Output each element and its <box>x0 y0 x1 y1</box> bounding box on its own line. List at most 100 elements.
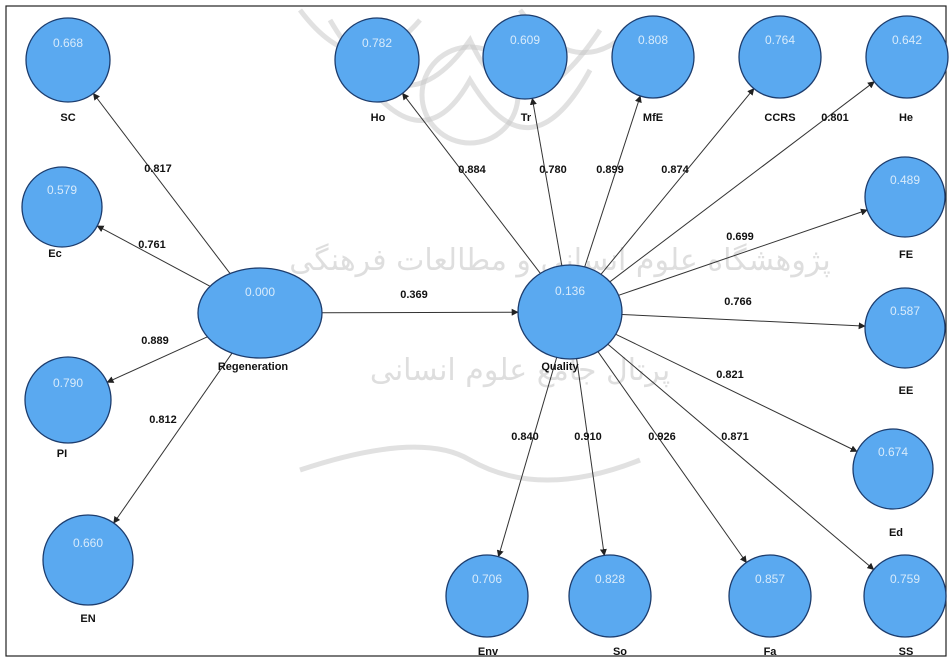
indicator-label-ec: Ec <box>48 248 61 260</box>
coefficient-quality-to-ee: 0.766 <box>724 296 752 308</box>
coefficient-regeneration-to-en: 0.812 <box>149 414 177 426</box>
arrow-quality-to-mfe <box>584 95 642 268</box>
arrow-quality-to-env <box>496 357 558 558</box>
indicator-shape-sc[interactable] <box>25 17 111 103</box>
coefficient-quality-to-env: 0.840 <box>511 431 539 443</box>
indicator-label-fe: FE <box>899 249 913 261</box>
arrow-quality-to-tr <box>529 97 563 266</box>
indicator-value-ee: 0.587 <box>890 304 920 318</box>
indicator-shape-ss[interactable] <box>863 554 947 638</box>
indicator-value-pi: 0.790 <box>53 376 83 390</box>
arrow-regeneration-to-pi <box>106 336 208 383</box>
indicator-shape-so[interactable] <box>568 554 652 638</box>
indicator-label-ee: EE <box>899 385 914 397</box>
indicator-shape-pi[interactable] <box>24 356 112 444</box>
indicator-label-ho: Ho <box>371 112 386 124</box>
diagram-frame <box>5 5 947 657</box>
indicator-shape-fa[interactable] <box>728 554 812 638</box>
watermark-text-2: پرتال جامع علوم انسانی <box>370 353 670 388</box>
indicator-value-sc: 0.668 <box>53 36 83 50</box>
indicator-value-fa: 0.857 <box>755 572 785 586</box>
indicator-shape-tr[interactable] <box>482 14 568 100</box>
indicator-value-mfe: 0.808 <box>638 33 668 47</box>
indicator-label-tr: Tr <box>521 112 532 124</box>
coefficient-quality-to-tr: 0.780 <box>539 164 567 176</box>
indicator-shape-fe[interactable] <box>864 156 946 238</box>
arrow-quality-to-fe <box>618 208 868 296</box>
indicator-value-ccrs: 0.764 <box>765 33 795 47</box>
indicator-shape-ccrs[interactable] <box>738 15 822 99</box>
indicator-shape-en[interactable] <box>42 514 134 606</box>
indicator-value-ss: 0.759 <box>890 572 920 586</box>
indicator-label-fa: Fa <box>764 646 778 658</box>
coefficient-regeneration-to-quality: 0.369 <box>400 289 428 301</box>
indicator-shape-he[interactable] <box>865 15 949 99</box>
arrow-regeneration-to-ec <box>96 225 211 287</box>
indicator-label-mfe: MfE <box>643 112 663 124</box>
indicator-value-env: 0.706 <box>472 572 502 586</box>
coefficient-regeneration-to-sc: 0.817 <box>144 163 172 175</box>
indicator-shape-ho[interactable] <box>334 17 420 103</box>
coefficient-quality-to-so: 0.910 <box>574 431 602 443</box>
indicator-value-tr: 0.609 <box>510 33 540 47</box>
construct-label-regeneration: Regeneration <box>218 361 289 373</box>
indicator-label-en: EN <box>80 613 95 625</box>
indicator-shape-ec[interactable] <box>21 166 103 248</box>
coefficient-quality-to-fa: 0.926 <box>648 431 676 443</box>
arrow-quality-to-ccrs <box>600 88 755 275</box>
indicator-value-he: 0.642 <box>892 33 922 47</box>
indicator-shape-ed[interactable] <box>852 428 934 510</box>
coefficient-quality-to-ho: 0.884 <box>458 164 486 176</box>
coefficient-regeneration-to-ec: 0.761 <box>138 239 166 251</box>
indicator-value-en: 0.660 <box>73 536 103 550</box>
indicator-label-ed: Ed <box>889 527 903 539</box>
arrow-quality-to-ss <box>607 343 875 570</box>
arrow-quality-to-so <box>576 358 607 557</box>
indicator-value-ho: 0.782 <box>362 36 392 50</box>
indicator-value-ec: 0.579 <box>47 183 77 197</box>
coefficient-quality-to-ccrs: 0.874 <box>661 164 689 176</box>
arrow-regeneration-to-en <box>113 352 233 524</box>
arrow-regeneration-to-sc <box>92 92 231 274</box>
indicator-label-pi: PI <box>57 448 67 460</box>
indicator-label-ss: SS <box>899 646 914 658</box>
indicator-shape-mfe[interactable] <box>611 15 695 99</box>
coefficient-quality-to-fe: 0.699 <box>726 231 754 243</box>
coefficient-quality-to-ss: 0.871 <box>721 431 749 443</box>
arrow-quality-to-fa <box>597 351 747 564</box>
indicator-label-he: He <box>899 112 913 124</box>
construct-shape-quality[interactable] <box>517 264 623 360</box>
indicator-shape-env[interactable] <box>445 554 529 638</box>
indicator-shape-ee[interactable] <box>864 287 946 369</box>
indicator-label-sc: SC <box>60 112 75 124</box>
indicator-value-so: 0.828 <box>595 572 625 586</box>
coefficient-quality-to-he: 0.801 <box>821 112 849 124</box>
arrow-regeneration-to-quality <box>321 308 519 316</box>
construct-value-quality: 0.136 <box>555 284 585 298</box>
indicator-value-fe: 0.489 <box>890 173 920 187</box>
construct-shape-regeneration[interactable] <box>197 267 323 359</box>
coefficient-regeneration-to-pi: 0.889 <box>141 335 169 347</box>
